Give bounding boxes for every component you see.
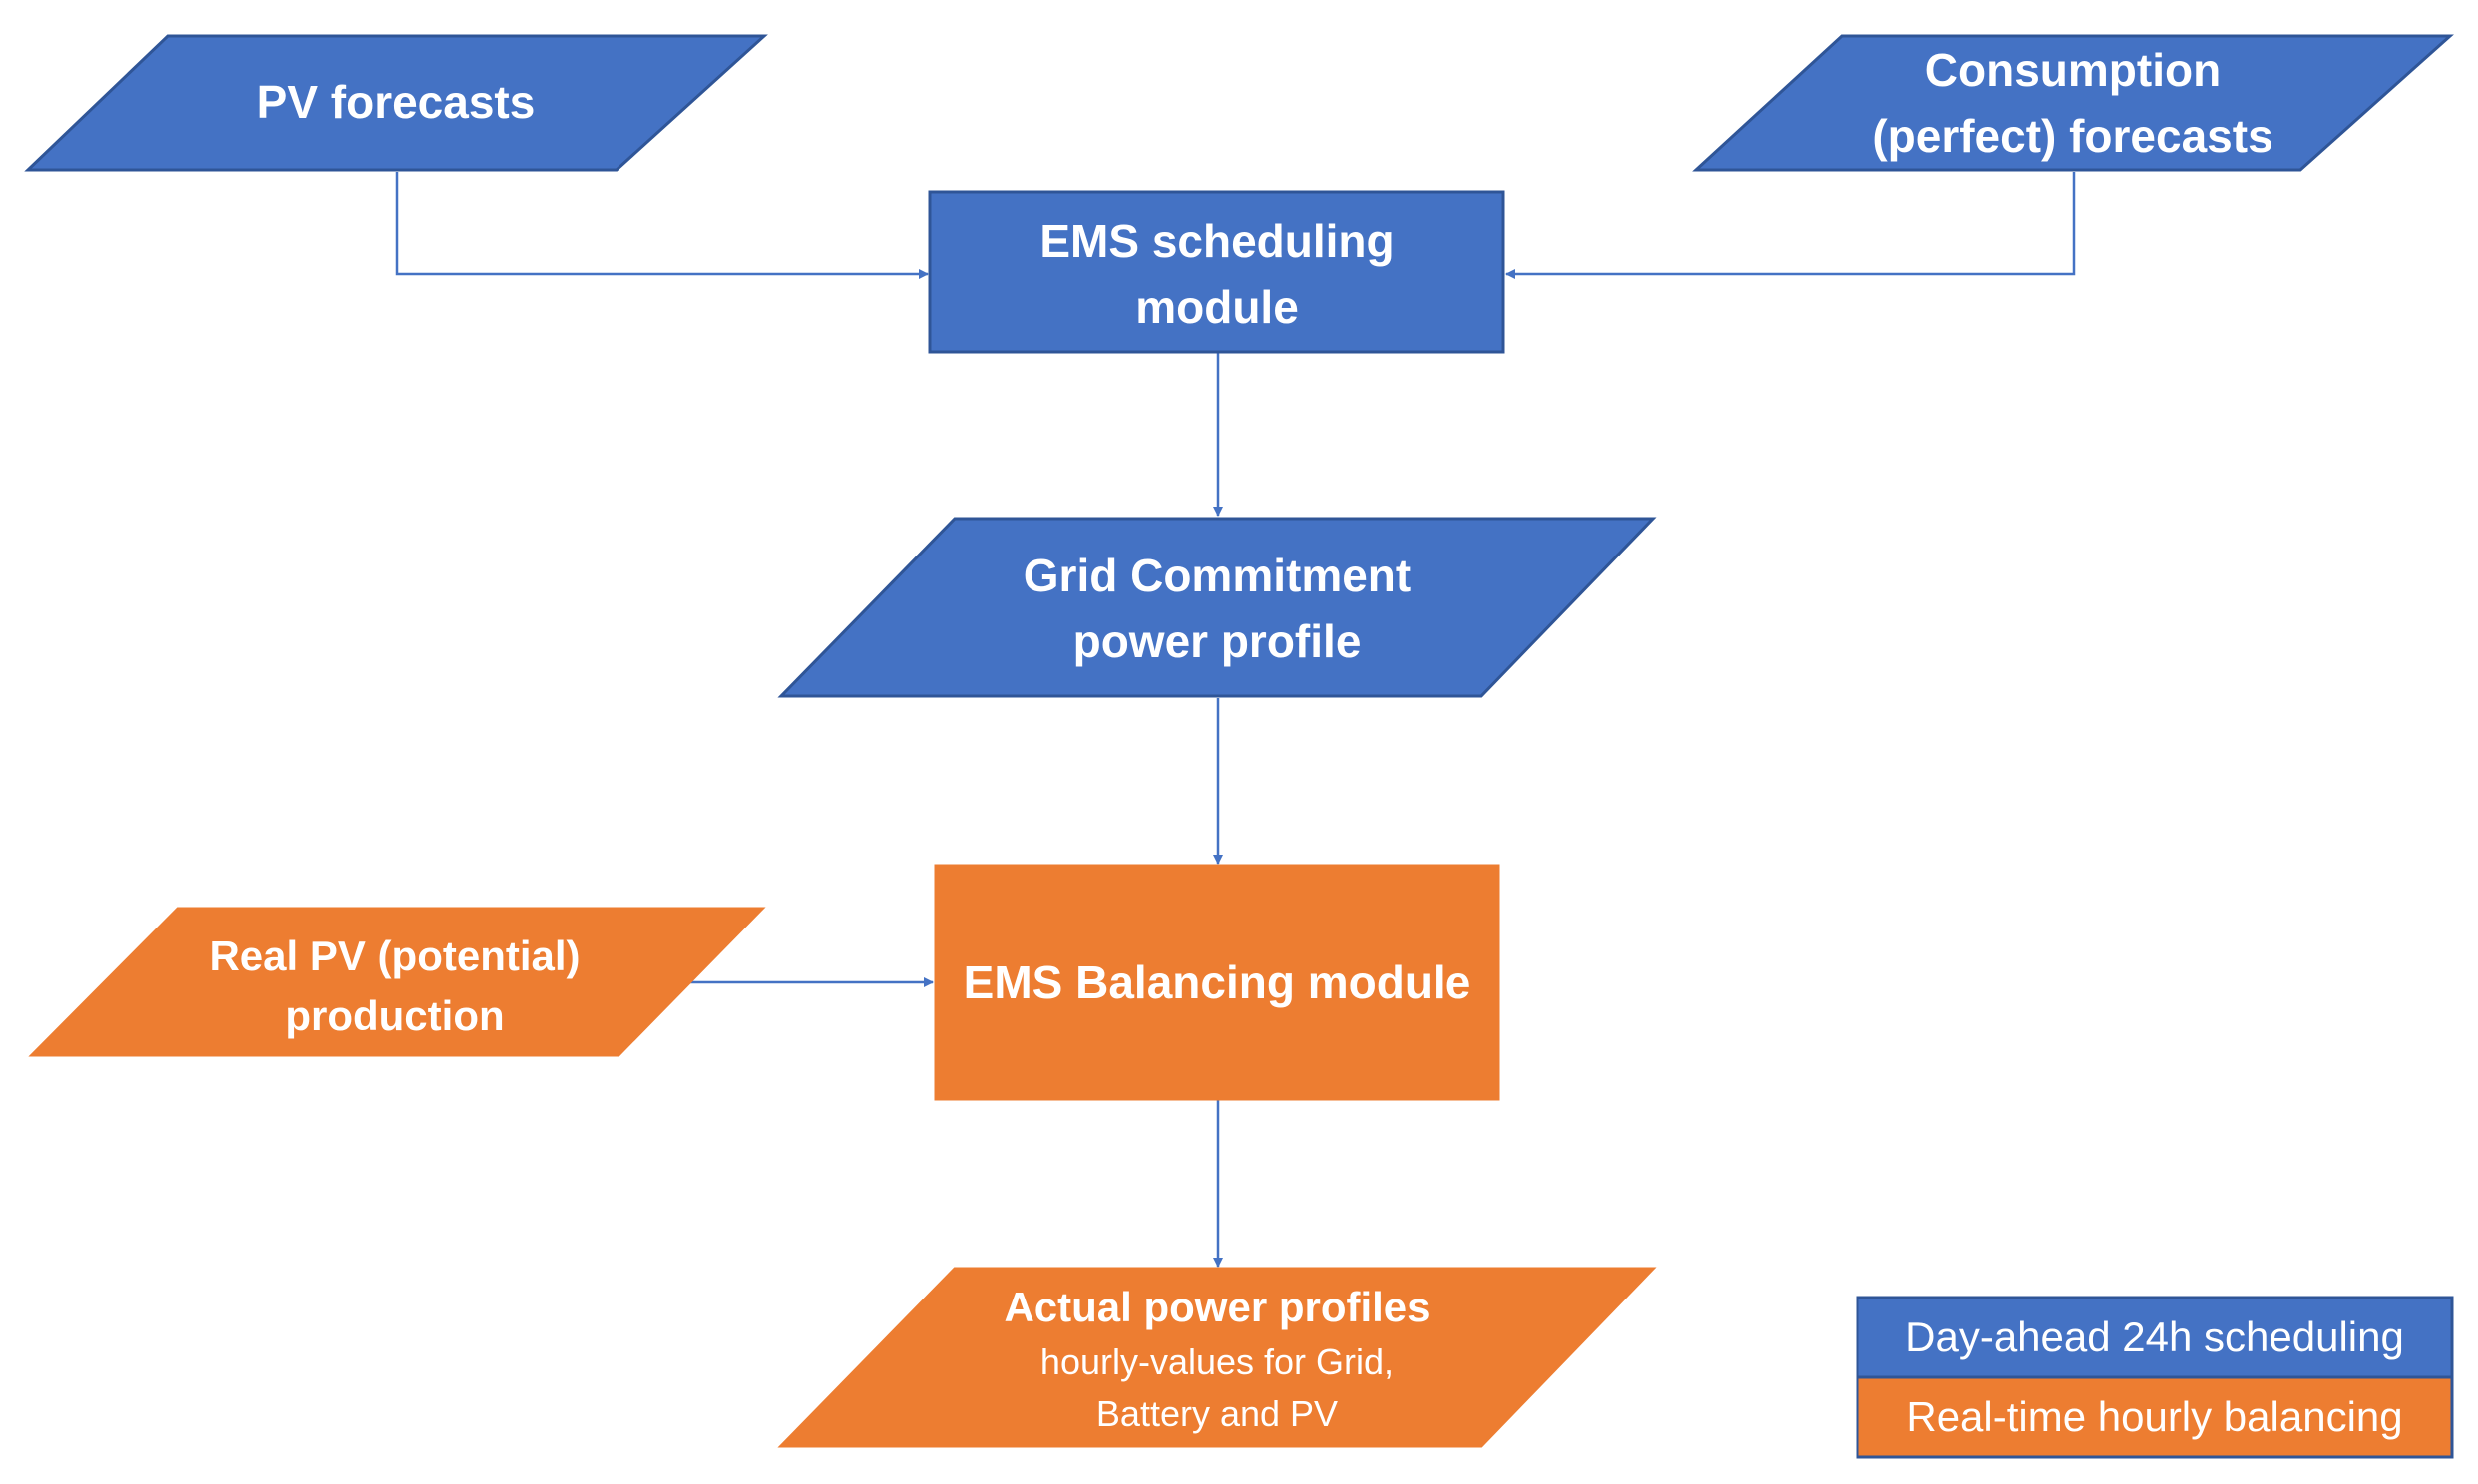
- ems-scheduling-label-line2: module: [1135, 281, 1299, 333]
- legend: Day-ahead 24h scheduling Real-time hourl…: [1856, 1296, 2454, 1459]
- real-pv-node: Real PV (potential) production: [28, 907, 766, 1057]
- legend-day-ahead-label: Day-ahead 24h scheduling: [1905, 1313, 2404, 1360]
- connector-consumption-to-scheduling: [1505, 172, 2076, 279]
- connector-pv-to-scheduling: [395, 172, 929, 279]
- actual-profiles-label-line3: Battery and PV: [1096, 1393, 1338, 1434]
- consumption-forecasts-node: Consumption (perfect) forecasts: [1692, 34, 2454, 172]
- actual-profiles-label-line1: Actual power profiles: [1004, 1284, 1430, 1330]
- consumption-forecasts-label-line2: (perfect) forecasts: [1872, 110, 2272, 162]
- grid-commitment-node: Grid Commitment power profile: [777, 517, 1657, 698]
- grid-commitment-label-line1: Grid Commitment: [1024, 550, 1411, 601]
- real-pv-label-line2: production: [285, 992, 504, 1039]
- consumption-forecasts-label-line1: Consumption: [1925, 44, 2221, 96]
- actual-profiles-label-line2: hourly-values for Grid,: [1040, 1341, 1394, 1382]
- ems-balancing-node: EMS Balancing module: [934, 864, 1500, 1101]
- ems-scheduling-label-line1: EMS scheduling: [1039, 215, 1394, 267]
- ems-scheduling-node: EMS scheduling module: [928, 190, 1505, 354]
- real-pv-label-line1: Real PV (potential): [209, 932, 580, 979]
- grid-commitment-label-line2: power profile: [1073, 615, 1362, 667]
- pv-forecasts-label: PV forecasts: [257, 76, 536, 128]
- legend-day-ahead-swatch: [1856, 1296, 2454, 1379]
- actual-profiles-node: Actual power profiles hourly-values for …: [777, 1267, 1657, 1448]
- legend-real-time-label: Real-time hourly balancing: [1906, 1393, 2402, 1440]
- pv-forecasts-node: PV forecasts: [24, 34, 768, 172]
- ems-balancing-label: EMS Balancing module: [964, 956, 1471, 1008]
- legend-real-time-swatch: [1856, 1375, 2454, 1459]
